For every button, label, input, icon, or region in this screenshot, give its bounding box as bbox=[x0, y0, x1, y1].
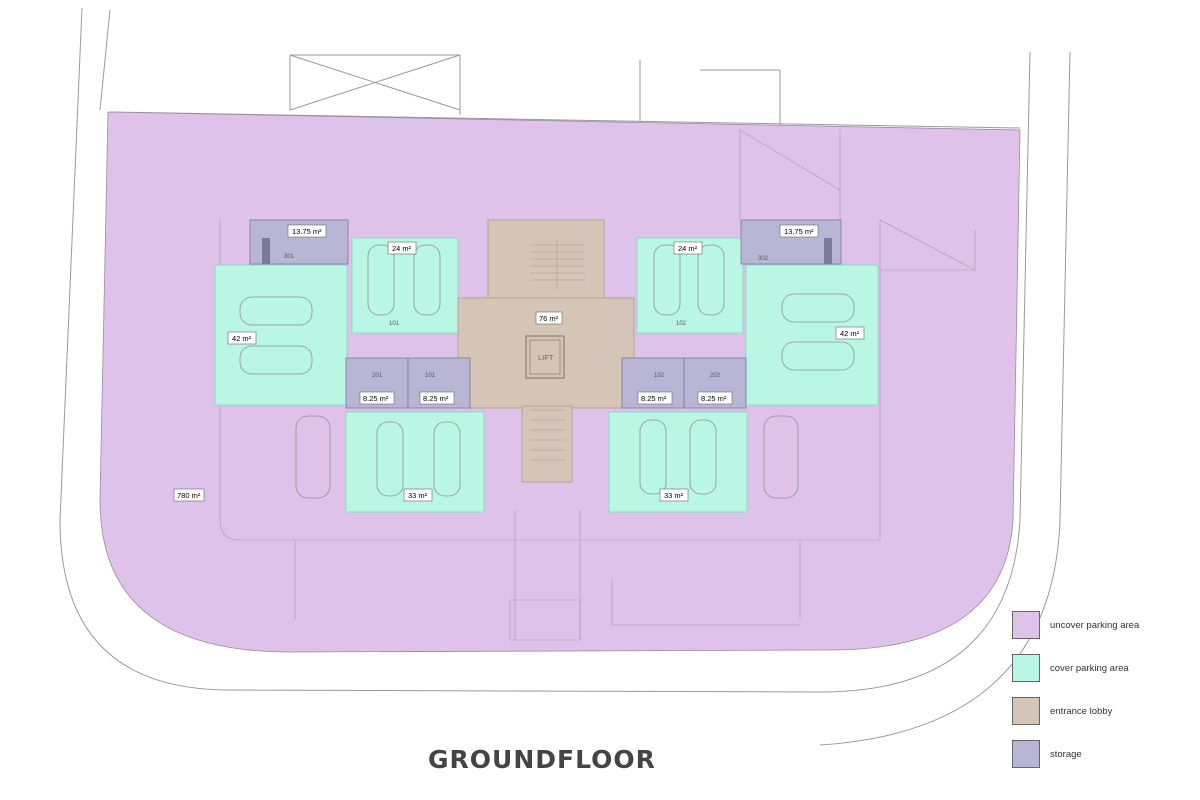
legend-swatch-uncover bbox=[1012, 611, 1040, 639]
area-labels: 780 m² 13.75 m² 13.75 m² 24 m² 24 m² 42 … bbox=[173, 224, 865, 502]
parking-33-right-area-label: 33 m² bbox=[664, 491, 684, 500]
unit-101-storage-label: 101 bbox=[425, 373, 436, 379]
page-title: GROUNDFLOOR bbox=[428, 745, 656, 774]
unit-102-label: 102 bbox=[676, 321, 687, 327]
lobby-area-label: 76 m² bbox=[539, 314, 559, 323]
legend-item-storage: storage bbox=[1012, 739, 1192, 769]
legend-item-uncover: uncover parking area bbox=[1012, 610, 1192, 640]
parking-right-42-area-label: 42 m² bbox=[840, 329, 860, 338]
parking-102-area-label: 24 m² bbox=[678, 244, 698, 253]
unit-202-label: 202 bbox=[710, 373, 721, 379]
storage-areas bbox=[249, 219, 842, 409]
legend-item-cover: cover parking area bbox=[1012, 653, 1192, 683]
car-outlines bbox=[239, 244, 855, 499]
interior-guide-lines bbox=[219, 129, 976, 641]
parking-left-42-area-label: 42 m² bbox=[232, 334, 252, 343]
legend-swatch-cover bbox=[1012, 654, 1040, 682]
parking-101-area-label: 24 m² bbox=[392, 244, 412, 253]
storage-202-area-label: 8.25 m² bbox=[701, 394, 727, 403]
unit-201-label: 201 bbox=[372, 373, 383, 379]
parking-33-left-area-label: 33 m² bbox=[408, 491, 428, 500]
storage-301-area-label: 13.75 m² bbox=[292, 227, 322, 236]
storage-201-area-label: 8.25 m² bbox=[363, 394, 389, 403]
unit-301-label: 301 bbox=[284, 254, 295, 260]
legend-label-storage: storage bbox=[1050, 748, 1082, 760]
unit-102-storage-label: 102 bbox=[654, 373, 665, 379]
legend-label-lobby: entrance lobby bbox=[1050, 705, 1113, 717]
unit-302-label: 302 bbox=[758, 256, 769, 262]
unit-101-label: 101 bbox=[389, 321, 400, 327]
total-area-label: 780 m² bbox=[177, 491, 201, 500]
storage-302-area-label: 13.75 m² bbox=[784, 227, 814, 236]
storage-101-area-label: 8.25 m² bbox=[423, 394, 449, 403]
legend-label-cover: cover parking area bbox=[1050, 662, 1129, 674]
legend: uncover parking area cover parking area … bbox=[1012, 610, 1192, 782]
legend-item-lobby: entrance lobby bbox=[1012, 696, 1192, 726]
storage-102-area-label: 8.25 m² bbox=[641, 394, 667, 403]
legend-swatch-storage bbox=[1012, 740, 1040, 768]
legend-swatch-lobby bbox=[1012, 697, 1040, 725]
lift-label: LIFT bbox=[538, 353, 554, 362]
unit-numbers: 301 302 101 102 201 101 102 202 bbox=[284, 254, 769, 379]
legend-label-uncover: uncover parking area bbox=[1050, 619, 1140, 631]
